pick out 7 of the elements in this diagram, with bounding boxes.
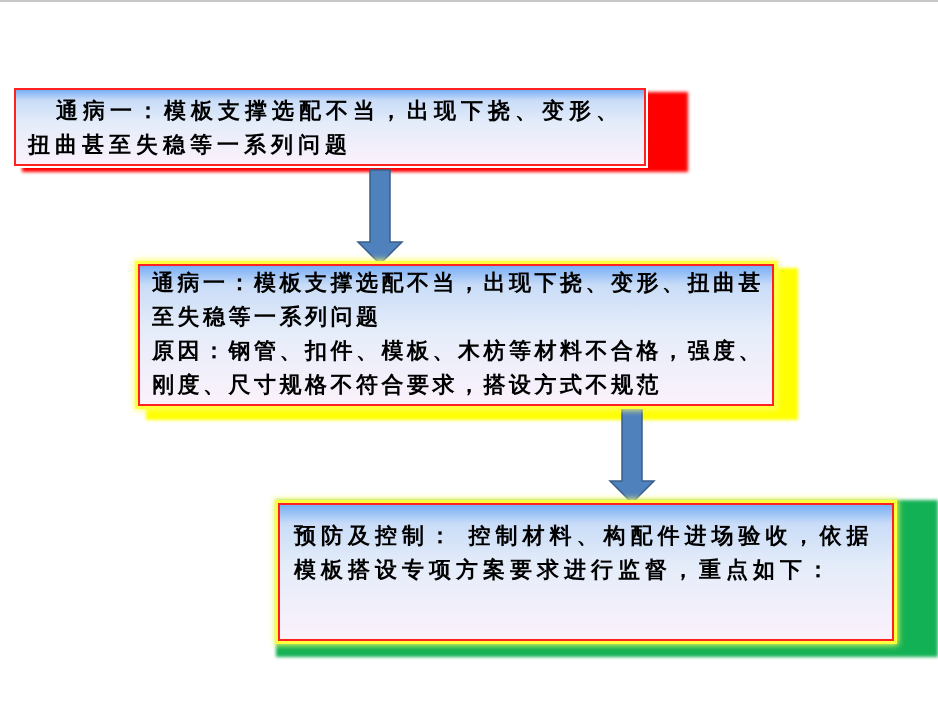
text-box bbox=[14, 88, 646, 166]
text-box bbox=[278, 503, 894, 641]
box-text: 原因：钢管、扣件、模板、木枋等材料不合格，强度、刚度、尺寸规格不符合要求，搭设方式不规范 bbox=[152, 337, 765, 400]
box-text: 预防及控制： 控制材料、构配件进场验收，依据模板搭设专项方案要求进行监督，重点如下： bbox=[294, 522, 875, 585]
box-text: 通病一：模板支撑选配不当，出现下挠、变形、扭曲甚至失稳等一系列问题 bbox=[152, 269, 765, 332]
box-text: 通病一：模板支撑选配不当，出现下挠、变形、扭曲甚至失稳等一系列问题 bbox=[28, 97, 624, 160]
text-box bbox=[138, 264, 774, 406]
